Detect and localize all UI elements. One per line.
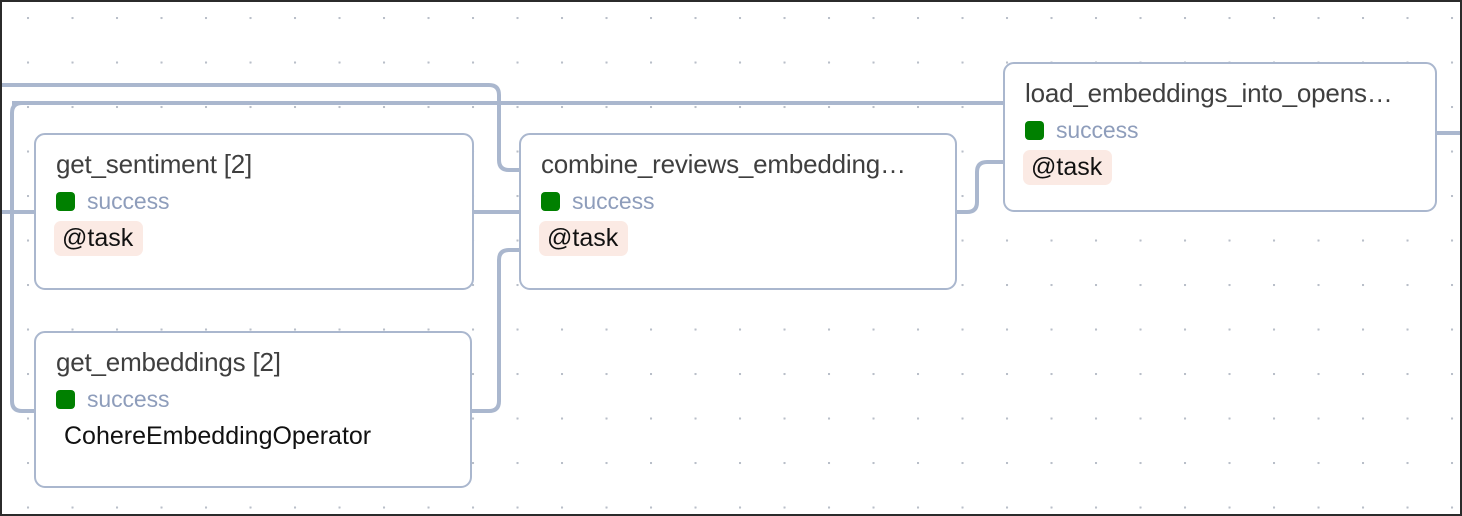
status-square-icon [1025,120,1044,140]
node-operator-tag: @task [539,221,629,256]
status-square-icon [541,191,560,211]
node-status: success [1025,117,1138,143]
node-title: load_embeddings_into_opens… [1025,78,1393,108]
graph-node-combine_reviews_embeddings[interactable]: combine_reviews_embedding…success @task [519,133,957,290]
node-status: success [56,386,169,412]
status-square-icon [56,389,75,409]
edge-combine-to-load [957,160,1003,214]
status-label: success [1056,116,1139,143]
graph-node-load_embeddings_into_opensearch[interactable]: load_embeddings_into_opens…success @task [1003,62,1437,212]
status-square-icon [56,191,75,211]
node-operator-tag: @task [54,221,144,256]
status-label: success [87,385,170,412]
node-operator-tag: @task [1023,150,1113,185]
node-title: get_sentiment [2] [56,149,253,179]
graph-node-get_sentiment[interactable]: get_sentiment [2] success @task [34,133,474,290]
edge-embeddings-to-combine [472,248,519,413]
node-status: success [541,188,654,214]
status-label: success [572,187,655,214]
edge-left-rail-down-to-embeddings [10,101,34,413]
node-status: success [56,188,169,214]
node-title: get_embeddings [2] [56,347,281,377]
node-operator-tag: CohereEmbeddingOperator [64,422,372,450]
edge-in-top-to-combine-top [2,83,519,172]
status-label: success [87,187,170,214]
node-title: combine_reviews_embedding… [541,149,906,179]
